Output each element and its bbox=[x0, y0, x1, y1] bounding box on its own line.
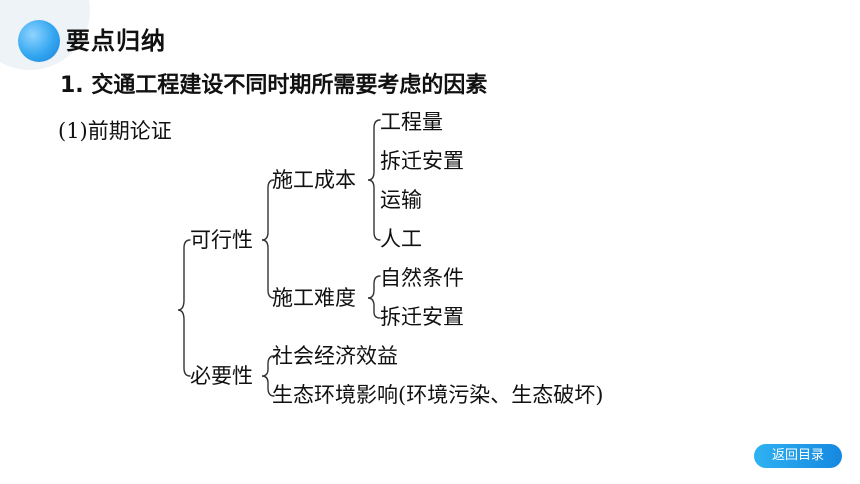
brace-main bbox=[177, 239, 191, 377]
section-bullet-icon bbox=[18, 20, 60, 62]
brace-difficulty bbox=[367, 275, 381, 319]
node-necessity: 必要性 bbox=[190, 364, 253, 388]
node-difficulty: 施工难度 bbox=[272, 286, 356, 310]
cost-item: 人工 bbox=[380, 227, 422, 251]
main-heading: 1. 交通工程建设不同时期所需要考虑的因素 bbox=[60, 73, 488, 98]
section-title: 要点归纳 bbox=[66, 27, 166, 55]
node-feasibility: 可行性 bbox=[190, 228, 253, 252]
back-to-contents-button[interactable]: 返回目录 bbox=[754, 444, 842, 468]
subheading: (1)前期论证 bbox=[58, 119, 172, 143]
necessity-item: 社会经济效益 bbox=[272, 344, 398, 368]
cost-item: 运输 bbox=[380, 188, 422, 212]
brace-feasibility bbox=[261, 179, 275, 299]
difficulty-item: 自然条件 bbox=[380, 266, 464, 290]
necessity-item: 生态环境影响(环境污染、生态破坏) bbox=[272, 383, 604, 407]
brace-necessity bbox=[261, 355, 275, 397]
cost-item: 拆迁安置 bbox=[380, 149, 464, 173]
brace-cost bbox=[367, 119, 381, 241]
cost-item: 工程量 bbox=[380, 110, 443, 134]
node-cost: 施工成本 bbox=[272, 168, 356, 192]
difficulty-item: 拆迁安置 bbox=[380, 305, 464, 329]
